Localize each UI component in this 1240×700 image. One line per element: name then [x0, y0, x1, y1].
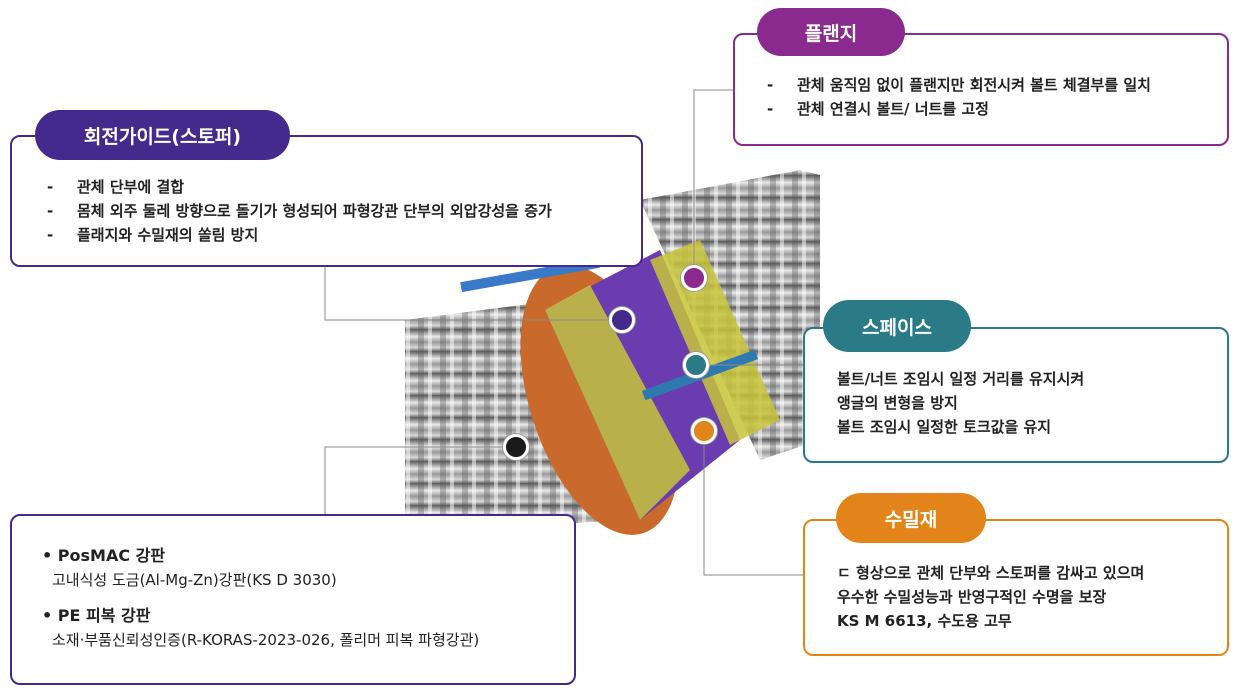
flange-title: 플랜지: [757, 8, 905, 56]
guide-item: 관체 단부에 결합: [77, 178, 185, 196]
material-title: PosMAC 강판: [57, 546, 166, 565]
material-desc: 소재·부품신뢰성인증(R-KORAS-2023-026, 폴리머 피복 파형강관…: [52, 631, 480, 649]
spacer-item: 볼트/너트 조임시 일정 거리를 유지시켜: [837, 370, 1085, 388]
seal-item: KS M 6613, 수도용 고무: [837, 612, 1012, 630]
flange-item: 관체 움직임 없이 플랜지만 회전시켜 볼트 체결부를 일치: [797, 76, 1151, 94]
material-callout: • PosMAC 강판 고내식성 도금(Al-Mg-Zn)강판(KS D 303…: [10, 514, 576, 685]
guide-item: 플래지와 수밀재의 쏠림 방지: [77, 226, 259, 244]
material-desc: 고내식성 도금(Al-Mg-Zn)강판(KS D 3030): [52, 571, 337, 589]
seal-item: 우수한 수밀성능과 반영구적인 수명을 보장: [837, 588, 1107, 606]
guide-item: 몸체 외주 둘레 방향으로 돌기가 형성되어 파형강관 단부의 외압강성을 증가: [77, 202, 552, 220]
spacer-title: 스페이스: [823, 300, 971, 352]
flange-item: 관체 연결시 볼트/ 너트를 고정: [797, 100, 989, 118]
seal-title: 수밀재: [836, 493, 986, 543]
rotation-guide-title: 회전가이드(스토퍼): [35, 110, 290, 160]
seal-marker[interactable]: [691, 418, 717, 444]
spacer-item: 볼트 조임시 일정한 토크값을 유지: [837, 418, 1052, 436]
flange-marker[interactable]: [681, 265, 707, 291]
material-marker[interactable]: [503, 434, 529, 460]
seal-item: ㄷ 형상으로 관체 단부와 스토퍼를 감싸고 있으며: [837, 564, 1145, 582]
rotation-guide-marker[interactable]: [609, 307, 635, 333]
spacer-marker[interactable]: [683, 352, 709, 378]
spacer-item: 앵글의 변형을 방지: [837, 394, 958, 412]
material-title: PE 피복 강판: [57, 606, 151, 625]
